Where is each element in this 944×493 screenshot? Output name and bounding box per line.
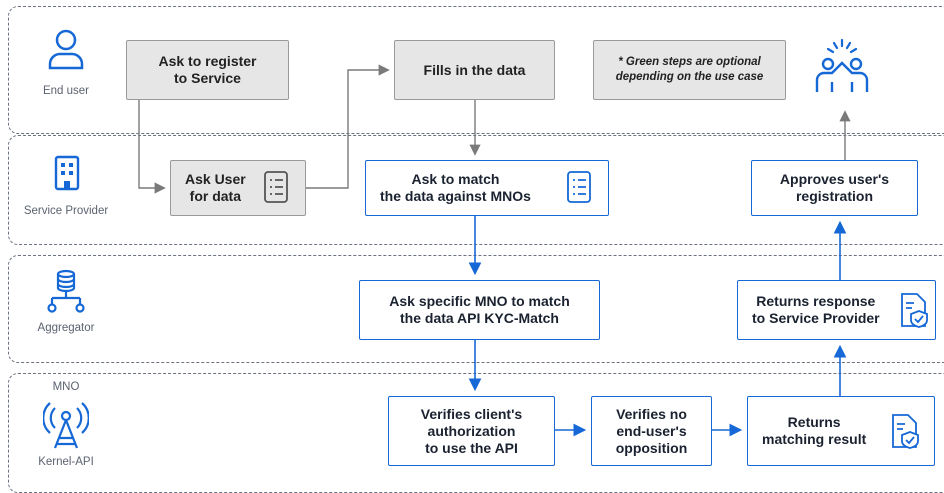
people-celebration-icon — [815, 38, 869, 92]
document-icon — [567, 171, 591, 203]
building-icon — [54, 155, 80, 191]
verified-document-icon — [901, 293, 928, 328]
step-returns-response: Returns response to Service Provider — [737, 280, 936, 340]
lane-label-service-provider: Service Provider — [23, 205, 109, 217]
step-ask-user: Ask User for data — [170, 160, 306, 216]
step-returns-matching: Returns matching result — [747, 396, 935, 466]
document-icon — [264, 171, 288, 203]
user-icon — [48, 29, 84, 70]
step-approves-registration: Approves user's registration — [751, 160, 918, 216]
lane-end-user — [8, 6, 944, 134]
verified-document-icon — [892, 414, 919, 449]
optional-steps-note: * Green steps are optional depending on … — [593, 40, 786, 100]
lane-label-mno: MNO — [52, 381, 80, 393]
lane-service-provider — [8, 135, 944, 245]
lane-aggregator — [8, 255, 944, 363]
step-verifies-authorization: Verifies client's authorization to use t… — [388, 396, 555, 466]
step-fills-data: Fills in the data — [394, 40, 555, 100]
lane-label-kernel-api: Kernel-API — [38, 456, 94, 468]
lane-label-aggregator: Aggregator — [37, 322, 95, 334]
step-ask-specific-mno: Ask specific MNO to match the data API K… — [359, 280, 600, 340]
step-ask-match: Ask to match the data against MNOs — [365, 160, 609, 216]
lane-label-end-user: End user — [42, 85, 90, 97]
flow-arrows — [138, 64, 851, 437]
database-network-icon — [47, 269, 85, 313]
step-verifies-no-opposition: Verifies no end-user's opposition — [591, 396, 712, 466]
step-ask-register: Ask to register to Service — [126, 40, 289, 100]
antenna-icon — [43, 402, 89, 449]
